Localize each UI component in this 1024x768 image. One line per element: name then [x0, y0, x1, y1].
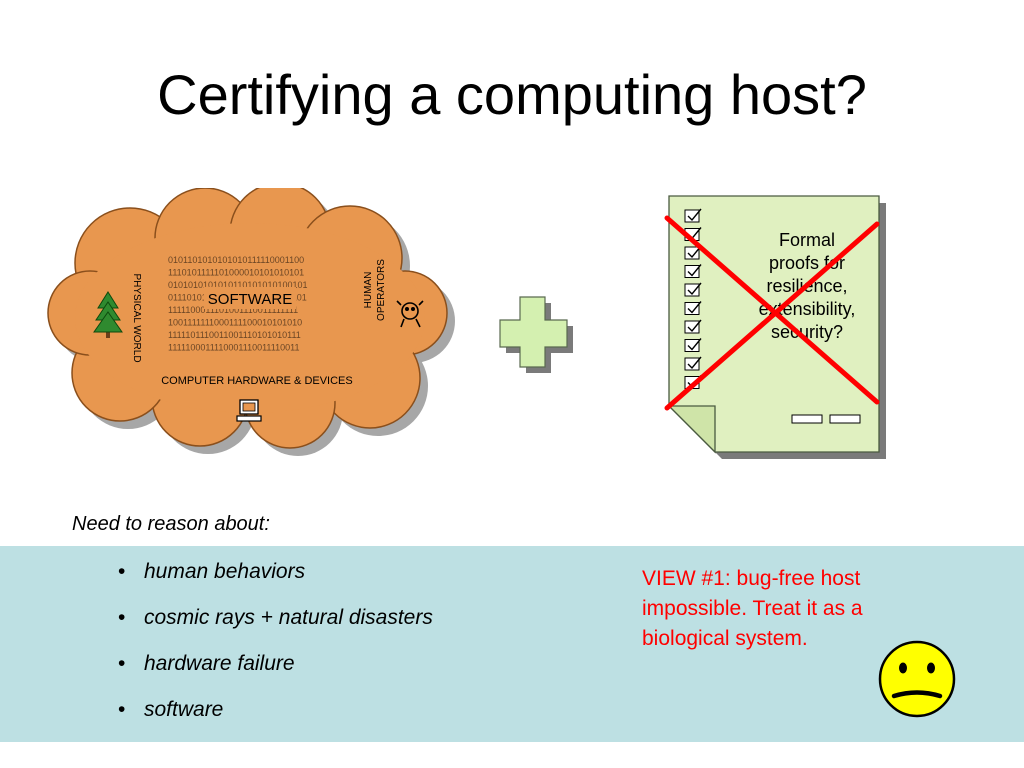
list-item: •human behaviors [118, 560, 306, 583]
checkbox-icon [684, 356, 702, 371]
human-label-line2: OPERATORS [376, 259, 387, 321]
list-item: •cosmic rays + natural disasters [118, 606, 433, 629]
red-cross-icon [664, 215, 880, 411]
checkbox-icon [684, 301, 702, 315]
checkbox-icon [684, 338, 702, 352]
binary-line: 1001111111000111100010101010 [168, 318, 302, 328]
human-label-line1: HUMAN [363, 272, 374, 309]
plus-icon [499, 296, 573, 373]
binary-line: 1111101110011001110101010111 [168, 330, 301, 340]
binary-line: 1110101111101000010101010101 [168, 268, 304, 278]
list-item: •software [118, 698, 224, 721]
human-operator-icon [396, 300, 424, 328]
checkbox-icon [684, 264, 702, 278]
computing-host-cloud: 0101101010101010111110001100 111010111110… [47, 188, 455, 456]
bottom-band [0, 546, 1024, 742]
binary-line: 0101010101010110101010100101 [168, 280, 307, 290]
tree-icon [93, 291, 123, 338]
page-title: Certifying a computing host? [157, 63, 867, 126]
reason-heading: Need to reason about: [72, 513, 270, 535]
checkbox-icon [684, 208, 702, 223]
view-statement: VIEW #1: bug-free host impossible. Treat… [642, 567, 863, 650]
checkbox-icon [684, 245, 702, 260]
computer-icon [236, 399, 262, 422]
hardware-label: COMPUTER HARDWARE & DEVICES [161, 375, 353, 387]
checkbox-icon [684, 282, 702, 297]
reason-list: •human behaviors •cosmic rays + natural … [118, 558, 433, 742]
software-label: SOFTWARE [208, 291, 292, 308]
formal-proofs-document: Formal proofs for resilience, extensibil… [664, 195, 886, 459]
list-item: •hardware failure [118, 652, 295, 675]
neutral-face-icon [878, 640, 956, 718]
checkbox-icon [684, 319, 702, 334]
binary-line: 0101101010101010111110001100 [168, 255, 304, 265]
binary-line: 1111100011101001110011111111 [168, 305, 298, 315]
doc-text-line-1: Formal [779, 230, 835, 250]
binary-line: 1111100011110001110011110011 [168, 343, 299, 353]
physical-world-label: PHYSICAL WORLD [131, 273, 142, 362]
